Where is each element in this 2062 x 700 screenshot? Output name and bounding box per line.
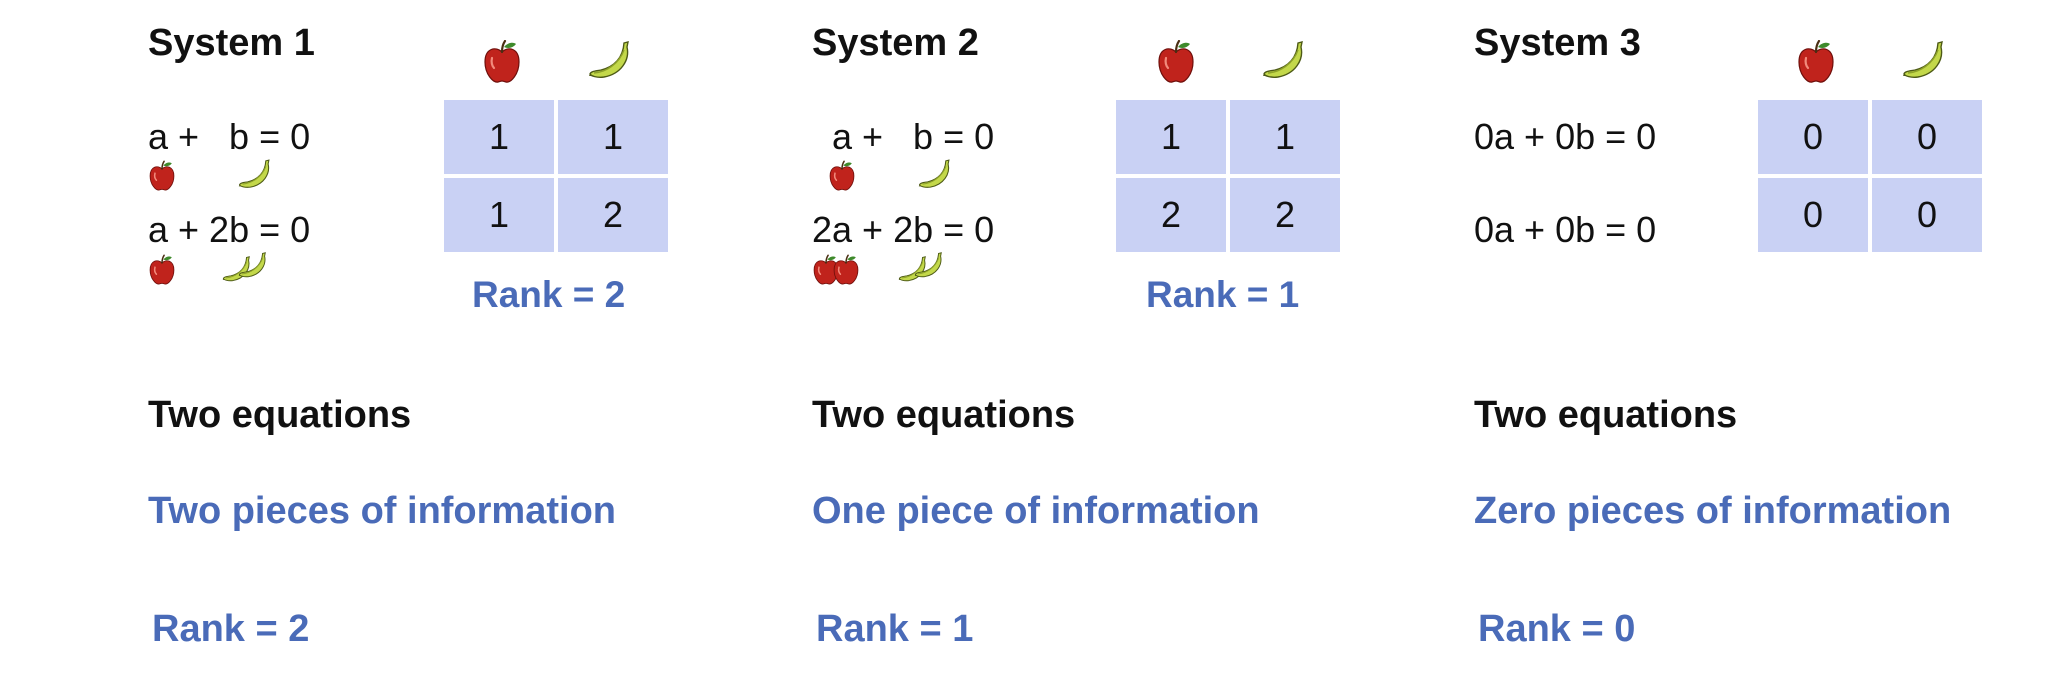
equation-count-label: Two equations: [1474, 394, 1738, 436]
banana-icon: [1262, 40, 1306, 80]
apple-icon: [828, 160, 856, 192]
matrix-cell: 0: [1758, 100, 1868, 174]
system-title: System 2: [812, 22, 979, 64]
matrix-cell: 0: [1758, 178, 1868, 252]
matrix-cell: 2: [1230, 178, 1340, 252]
matrix-cell: 2: [1116, 178, 1226, 252]
apple-icon: [832, 254, 860, 286]
matrix-cell: 2: [558, 178, 668, 252]
matrix-cell: 0: [1872, 178, 1982, 252]
equation-2: 0a + 0b = 0: [1474, 209, 1657, 250]
matrix-rank-label: Rank = 1: [1146, 274, 1300, 315]
system-3-panel: System 3 0a + 0b = 0 0a + 0b = 0 0 0 0 0…: [1474, 0, 2062, 700]
information-label: One piece of information: [812, 490, 1260, 532]
apple-icon: [148, 160, 176, 192]
system-2-panel: System 2 a + b = 0 2a + 2b = 0 1 1 2 2 R…: [812, 0, 1472, 700]
banana-icon: [238, 158, 272, 190]
matrix-cell: 1: [1116, 100, 1226, 174]
system-title: System 1: [148, 22, 315, 64]
banana-icon: [918, 158, 952, 190]
rank-label: Rank = 1: [816, 608, 974, 650]
banana-icon: [914, 250, 944, 280]
equation-1: a + b = 0: [812, 116, 995, 157]
system-1-panel: System 1 a + b = 0 a + 2b = 0 1 1 1 2 Ra…: [148, 0, 808, 700]
equation-1: a + b = 0: [148, 116, 311, 157]
equation-count-label: Two equations: [148, 394, 412, 436]
coefficient-matrix: 1 1 1 2: [444, 100, 668, 252]
coefficient-matrix: 1 1 2 2: [1116, 100, 1340, 252]
equation-count-label: Two equations: [812, 394, 1076, 436]
banana-icon: [588, 40, 632, 80]
apple-icon: [482, 40, 522, 84]
information-label: Zero pieces of information: [1474, 490, 1952, 532]
information-label: Two pieces of information: [148, 490, 616, 532]
banana-icon: [1902, 40, 1946, 80]
matrix-cell: 0: [1872, 100, 1982, 174]
coefficient-matrix: 0 0 0 0: [1758, 100, 1982, 252]
matrix-rank-label: Rank = 2: [472, 274, 626, 315]
matrix-cell: 1: [444, 100, 554, 174]
apple-icon: [148, 254, 176, 286]
equation-2: 2a + 2b = 0: [812, 209, 995, 250]
apple-icon: [1796, 40, 1836, 84]
banana-icon: [238, 250, 268, 280]
matrix-cell: 1: [558, 100, 668, 174]
equation-1: 0a + 0b = 0: [1474, 116, 1657, 157]
matrix-cell: 1: [444, 178, 554, 252]
equation-2: a + 2b = 0: [148, 209, 311, 250]
rank-label: Rank = 2: [152, 608, 310, 650]
matrix-cell: 1: [1230, 100, 1340, 174]
system-title: System 3: [1474, 22, 1641, 64]
rank-label: Rank = 0: [1478, 608, 1636, 650]
apple-icon: [1156, 40, 1196, 84]
